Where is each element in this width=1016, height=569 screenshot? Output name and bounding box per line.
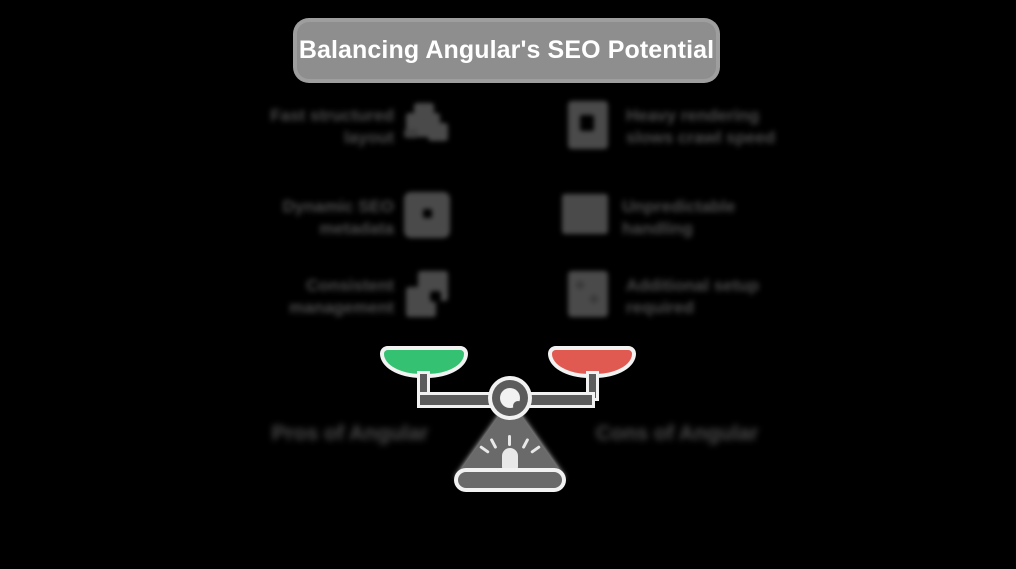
scale-base <box>458 472 562 488</box>
con-item-label-3: Additional setup required <box>626 276 760 317</box>
pro-item-label-2: Dynamic SEO metadata <box>282 196 395 238</box>
rounded-square-icon <box>404 191 450 244</box>
scale-pan-right <box>552 350 632 374</box>
list-item: Consistent management <box>250 268 450 326</box>
badge-page-icon <box>566 101 612 153</box>
scale-pivot-dot <box>513 401 523 411</box>
speckled-block-icon <box>566 271 612 323</box>
page-title: Balancing Angular's SEO Potential <box>298 36 715 64</box>
list-item: Dynamic SEO metadata <box>240 190 450 245</box>
balance-scale-graphic <box>370 340 650 500</box>
list-item: Heavy rendering slows crawl speed <box>566 98 796 156</box>
page-title-banner: Balancing Angular's SEO Potential <box>297 22 716 79</box>
scale-stem-right <box>589 374 596 398</box>
document-gear-icon <box>404 101 450 153</box>
scale-stem-left <box>420 374 427 398</box>
scale-pivot-inner <box>500 388 523 411</box>
con-item-label-1: Heavy rendering slows crawl speed <box>626 106 776 147</box>
pro-item-label-3: Consistent management <box>289 276 394 317</box>
pro-item-label-1: Fast structured layout <box>270 106 394 147</box>
scale-pivot <box>492 380 528 416</box>
list-item: Unpredictable handling <box>562 190 797 245</box>
pros-side-label: Pros of Angular <box>271 422 429 445</box>
cons-side-label: Cons of Angular <box>595 422 759 445</box>
list-item: Additional setup required <box>566 268 806 326</box>
grid-block-icon <box>562 192 608 244</box>
layered-squares-icon <box>404 271 450 323</box>
list-item: Fast structured layout <box>250 97 450 157</box>
lamp-icon <box>502 448 518 470</box>
lamp-ray-icon <box>508 435 511 446</box>
scale-pan-left <box>384 350 464 374</box>
con-item-label-2: Unpredictable handling <box>622 196 736 238</box>
